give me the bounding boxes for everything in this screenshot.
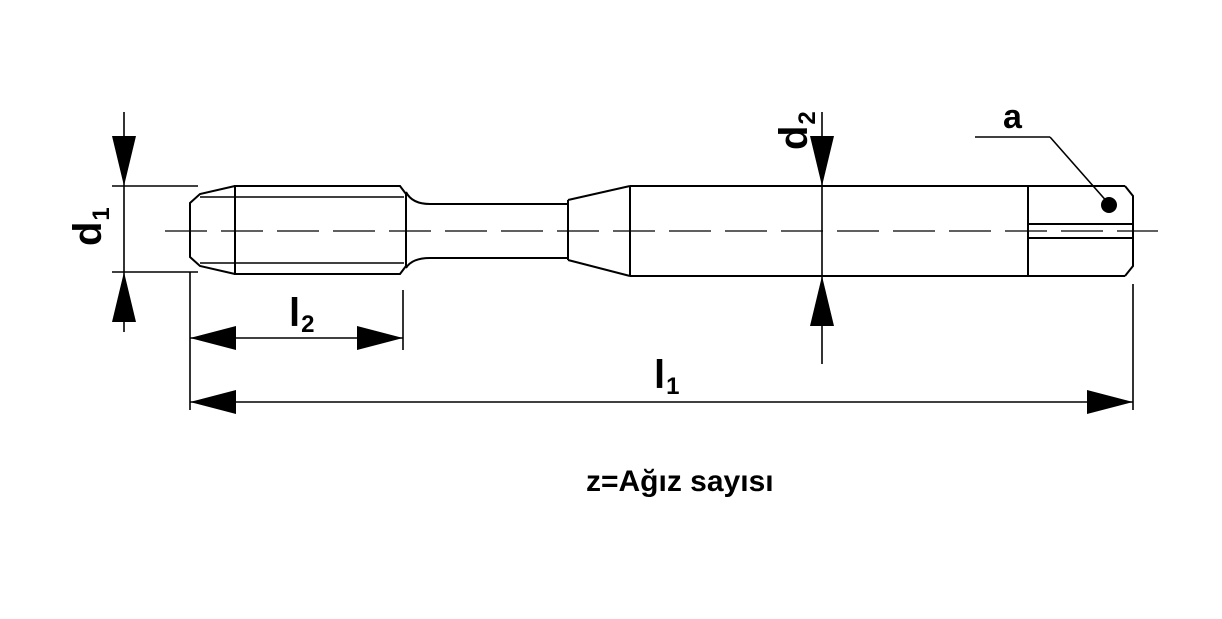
neck-top xyxy=(405,191,568,205)
l2-arrow-left xyxy=(190,326,236,350)
d2-dimension: d2 xyxy=(772,111,834,364)
taper-bottom xyxy=(567,259,631,277)
l2-label: l2 xyxy=(289,291,314,338)
a-leader-diagonal xyxy=(1049,136,1110,205)
a-marker-dot xyxy=(1101,197,1117,213)
a-callout: a xyxy=(975,98,1117,213)
a-label: a xyxy=(1003,98,1023,136)
d2-arrow-top xyxy=(810,136,834,186)
tap-outline xyxy=(189,185,1134,277)
d1-arrow-bottom xyxy=(112,272,136,322)
d2-arrow-bottom xyxy=(810,276,834,326)
d1-label: d1 xyxy=(66,207,115,246)
l2-dimension: l2 xyxy=(189,272,404,410)
l1-arrow-left xyxy=(190,390,236,414)
thread-section xyxy=(234,185,407,275)
d1-arrow-top xyxy=(112,136,136,186)
l1-dimension: l1 xyxy=(190,284,1134,414)
l2-arrow-right xyxy=(357,326,403,350)
neck-bottom xyxy=(405,257,568,269)
d2-label: d2 xyxy=(772,111,821,150)
teeth-count-note: z=Ağız sayısı xyxy=(586,465,774,498)
chamfer-edge xyxy=(189,185,236,275)
l1-arrow-right xyxy=(1087,390,1133,414)
l1-label: l1 xyxy=(654,353,679,400)
taper-top xyxy=(567,185,631,201)
d1-dimension: d1 xyxy=(66,112,198,332)
